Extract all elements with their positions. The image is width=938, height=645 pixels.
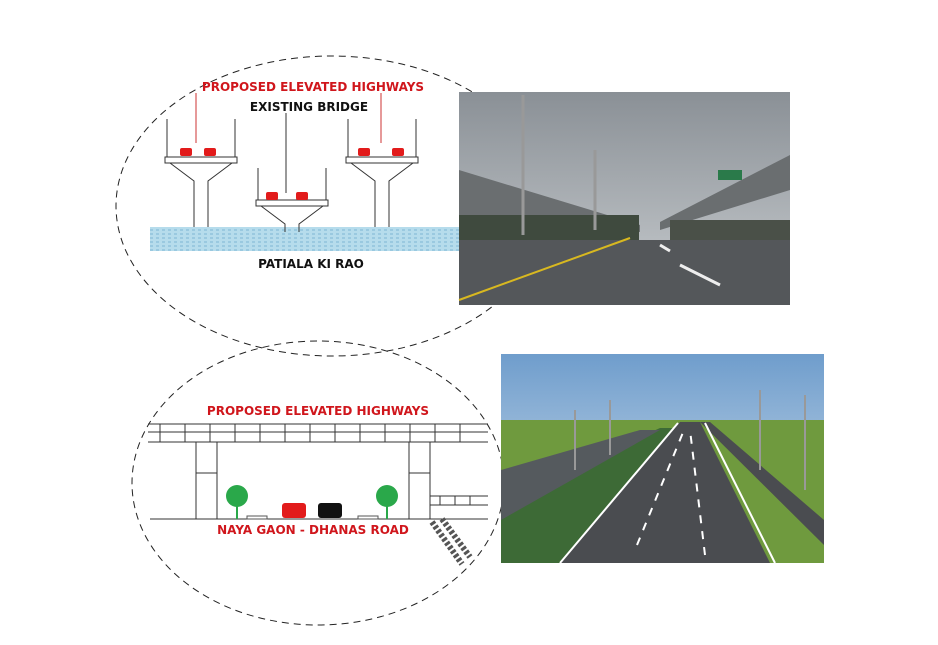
elevated-highway-photo	[458, 92, 790, 305]
car-icon	[282, 503, 306, 518]
river-water	[150, 227, 459, 251]
proposed-pier-left	[164, 119, 238, 227]
car-icon	[204, 148, 216, 156]
proposed-elevated-highways-label: PROPOSED ELEVATED HIGHWAYS	[202, 80, 424, 94]
river-label: PATIALA KI RAO	[258, 257, 364, 271]
car-icon	[180, 148, 192, 156]
car-icon	[296, 192, 308, 200]
car-icon	[318, 503, 342, 518]
top-section-diagram: PROPOSED ELEVATED HIGHWAYS EXISTING BRID…	[150, 80, 459, 271]
car-icon	[392, 148, 404, 156]
pier-right	[408, 442, 431, 519]
bottom-callout-ellipse	[131, 340, 505, 626]
embankment-rocks	[429, 517, 473, 566]
expressway-photo	[501, 354, 824, 564]
tree-icon	[376, 485, 398, 519]
existing-bridge-pier	[255, 168, 329, 232]
road-label: NAYA GAON - DHANAS ROAD	[217, 523, 409, 537]
elevated-deck	[148, 423, 488, 443]
proposed-elevated-highways-label: PROPOSED ELEVATED HIGHWAYS	[207, 404, 429, 418]
car-icon	[358, 148, 370, 156]
pier-left	[195, 442, 218, 519]
car-icon	[266, 192, 278, 200]
tree-icon	[226, 485, 248, 519]
bottom-section-diagram: PROPOSED ELEVATED HIGHWAYS NAYA GAON - D…	[148, 404, 488, 566]
proposed-pier-right	[345, 119, 419, 227]
existing-bridge-label: EXISTING BRIDGE	[250, 100, 368, 114]
